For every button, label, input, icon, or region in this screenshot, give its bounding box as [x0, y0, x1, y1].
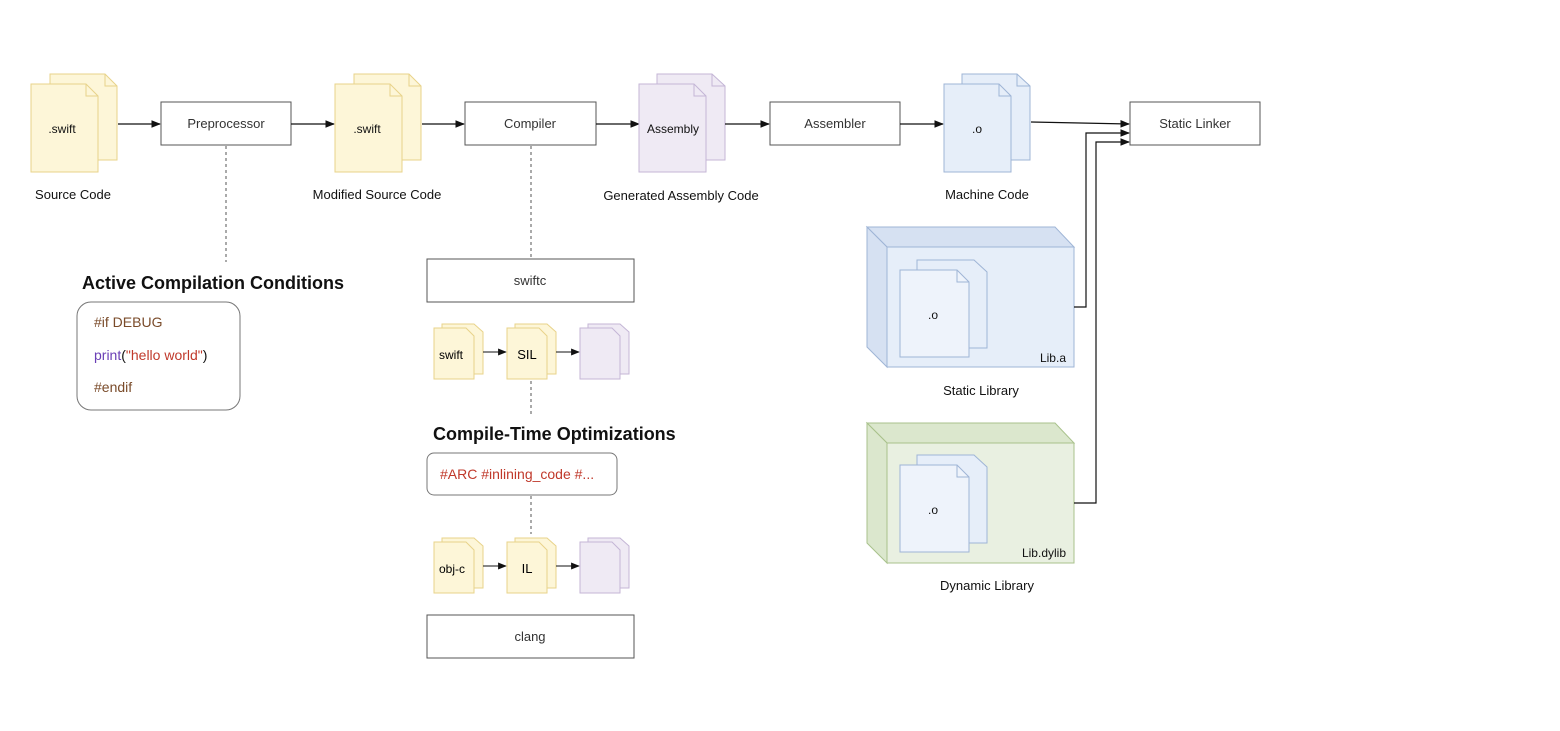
code-if-debug: #if DEBUG	[94, 314, 162, 330]
clang-label: clang	[514, 629, 545, 644]
compiler-box: Compiler	[464, 101, 597, 146]
code-print-line: print("hello world")	[94, 347, 207, 363]
static-linker-box: Static Linker	[1129, 101, 1261, 146]
objc-label: obj-c	[439, 562, 465, 576]
conditions-code-box: #if DEBUG print("hello world") #endif	[76, 301, 241, 411]
machine-doc-label: .o	[972, 122, 982, 136]
machine-code-caption: Machine Code	[945, 187, 1029, 202]
il-output-doc	[579, 537, 630, 594]
dynamic-lib-name: Lib.dylib	[1022, 546, 1066, 560]
objc-doc: obj-c	[433, 537, 484, 594]
assembler-box: Assembler	[769, 101, 901, 146]
assembler-label: Assembler	[804, 116, 866, 131]
assembly-doc-label: Assembly	[647, 122, 699, 136]
conditions-title: Active Compilation Conditions	[82, 273, 344, 293]
clang-box: clang	[426, 614, 635, 659]
swift-small-doc: swift	[433, 323, 484, 380]
optimizations-box: #ARC #inlining_code #...	[426, 452, 618, 496]
sil-doc: SIL	[506, 323, 557, 380]
sil-output-doc	[579, 323, 630, 380]
dynamic-library-caption: Dynamic Library	[940, 578, 1034, 593]
arrow-static-lib-to-linker	[1074, 129, 1130, 308]
compiler-label: Compiler	[504, 116, 557, 131]
static-lib-inner-label: .o	[928, 308, 938, 322]
arrow-machine-to-linker	[1030, 119, 1130, 128]
preprocessor-label: Preprocessor	[187, 116, 265, 131]
static-linker-label: Static Linker	[1159, 116, 1231, 131]
il-label: IL	[522, 561, 533, 576]
swift-small-label: swift	[439, 348, 464, 362]
swiftc-label: swiftc	[514, 273, 547, 288]
modified-source-caption: Modified Source Code	[313, 187, 442, 202]
sil-label: SIL	[517, 347, 537, 362]
machine-code-doc: .o	[943, 73, 1031, 173]
dynamic-library-box: .o Lib.dylib	[865, 421, 1076, 565]
modified-source-doc: .swift	[334, 73, 422, 173]
optimizations-text: #ARC #inlining_code #...	[440, 466, 594, 482]
swiftc-box: swiftc	[426, 258, 635, 303]
static-library-caption: Static Library	[943, 383, 1019, 398]
arrow-dynamic-lib-to-linker	[1074, 138, 1130, 504]
optimizations-title: Compile-Time Optimizations	[433, 424, 676, 444]
source-code-doc: .swift	[30, 73, 118, 173]
assembly-caption: Generated Assembly Code	[603, 188, 758, 203]
assembly-doc: Assembly	[638, 73, 726, 173]
preprocessor-box: Preprocessor	[160, 101, 292, 146]
modified-doc-label: .swift	[353, 122, 381, 136]
il-doc: IL	[506, 537, 557, 594]
dynamic-lib-inner-label: .o	[928, 503, 938, 517]
static-library-box: .o Lib.a	[865, 225, 1076, 369]
source-code-caption: Source Code	[35, 187, 111, 202]
code-endif: #endif	[94, 379, 132, 395]
static-lib-name: Lib.a	[1040, 351, 1066, 365]
source-doc-label: .swift	[48, 122, 76, 136]
